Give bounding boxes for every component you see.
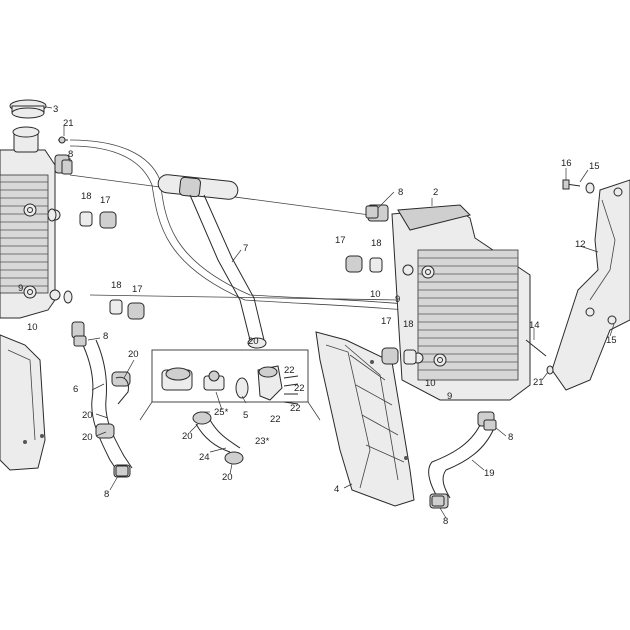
callout-17: 17 — [335, 235, 346, 246]
fasteners-right — [525, 179, 595, 375]
callout-9: 9 — [447, 391, 452, 402]
callout-17: 17 — [132, 284, 143, 295]
callout-6: 6 — [73, 384, 78, 395]
callout-7: 7 — [243, 243, 248, 254]
leader-lines — [45, 106, 615, 519]
callout-15: 15 — [606, 335, 617, 346]
callout-8: 8 — [104, 489, 109, 500]
clamps-center — [192, 411, 244, 465]
right-radiator — [367, 204, 531, 427]
hose-6 — [81, 339, 133, 478]
callout-20: 20 — [182, 431, 193, 442]
callout-8: 8 — [443, 516, 448, 527]
callout-23-star: 23* — [255, 436, 270, 447]
callout-labels: 3 21 8 18 17 9 10 18 17 8 20 6 20 20 8 7… — [18, 104, 617, 527]
callout-20: 20 — [82, 410, 93, 421]
callout-10: 10 — [425, 378, 436, 389]
thermostat-assembly-box — [139, 349, 321, 421]
callout-20: 20 — [128, 349, 139, 360]
center-shroud — [315, 331, 415, 507]
callout-20: 20 — [248, 336, 259, 347]
callout-16: 16 — [561, 158, 572, 169]
callout-19: 19 — [484, 468, 495, 479]
clamps-8 — [61, 159, 497, 507]
callout-5: 5 — [243, 410, 248, 421]
callout-18: 18 — [111, 280, 122, 291]
callout-3: 3 — [53, 104, 58, 115]
callout-20: 20 — [222, 472, 233, 483]
left-shroud — [0, 334, 46, 471]
callout-22: 22 — [270, 414, 281, 425]
callout-4: 4 — [334, 484, 339, 495]
callout-25-star: 25* — [214, 407, 229, 418]
callout-2: 2 — [433, 187, 438, 198]
callout-9: 9 — [18, 283, 23, 294]
callout-10: 10 — [27, 322, 38, 333]
callout-12: 12 — [575, 239, 586, 250]
callout-22: 22 — [284, 365, 295, 376]
callout-21: 21 — [533, 377, 544, 388]
left-radiator — [0, 126, 85, 339]
callout-18: 18 — [81, 191, 92, 202]
right-grommets — [345, 255, 417, 365]
callout-15: 15 — [589, 161, 600, 172]
callout-8: 8 — [508, 432, 513, 443]
callout-22: 22 — [290, 403, 301, 414]
callout-9: 9 — [395, 294, 400, 305]
callout-18: 18 — [403, 319, 414, 330]
callout-17: 17 — [100, 195, 111, 206]
callout-14: 14 — [529, 320, 540, 331]
hose-7 — [157, 174, 267, 349]
callout-20: 20 — [82, 432, 93, 443]
callout-22: 22 — [294, 383, 305, 394]
callout-8: 8 — [398, 187, 403, 198]
frame-bracket — [551, 179, 630, 391]
callout-24: 24 — [199, 452, 210, 463]
callout-18: 18 — [371, 238, 382, 249]
callout-10: 10 — [370, 289, 381, 300]
callout-8: 8 — [68, 149, 73, 160]
bolt-21-left — [58, 136, 68, 144]
radiator-cap — [9, 99, 47, 119]
callout-17: 17 — [381, 316, 392, 327]
callout-21: 21 — [63, 118, 74, 129]
callout-8: 8 — [103, 331, 108, 342]
left-grommets — [47, 208, 145, 320]
